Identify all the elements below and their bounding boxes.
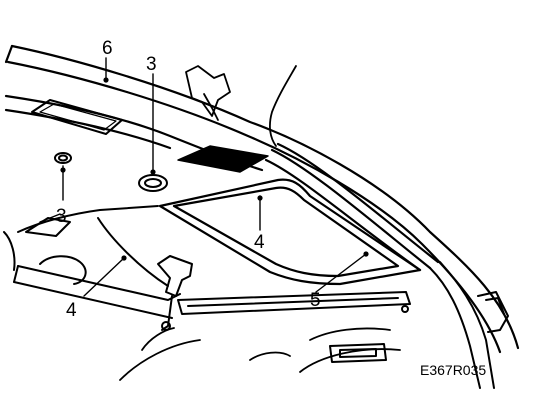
lower-trim: [119, 327, 401, 381]
roof-bracket: [185, 65, 231, 121]
leader-lines: [39, 57, 367, 297]
leader-dots: [60, 77, 369, 261]
callout-3-left: 3: [56, 206, 67, 227]
c-pillar-trim: [429, 261, 509, 389]
callout-3-top: 3: [146, 54, 157, 75]
callout-4-right: 4: [254, 232, 265, 253]
sill-strip: [177, 291, 411, 315]
belt-guide: [157, 255, 193, 331]
callout-6: 6: [102, 38, 113, 59]
roof-light-recess: [31, 99, 123, 135]
seat-back-area: [3, 205, 181, 319]
grommet-roof: [138, 174, 168, 192]
wire-line: [269, 65, 297, 147]
grommet-loose: [54, 152, 72, 164]
callout-5: 5: [310, 290, 321, 311]
callout-4-left: 4: [66, 300, 77, 321]
console-recess: [177, 145, 269, 173]
figure-reference-code: E367R035: [420, 362, 486, 378]
rear-window-seal: [158, 142, 440, 286]
dome-light: [329, 343, 387, 363]
